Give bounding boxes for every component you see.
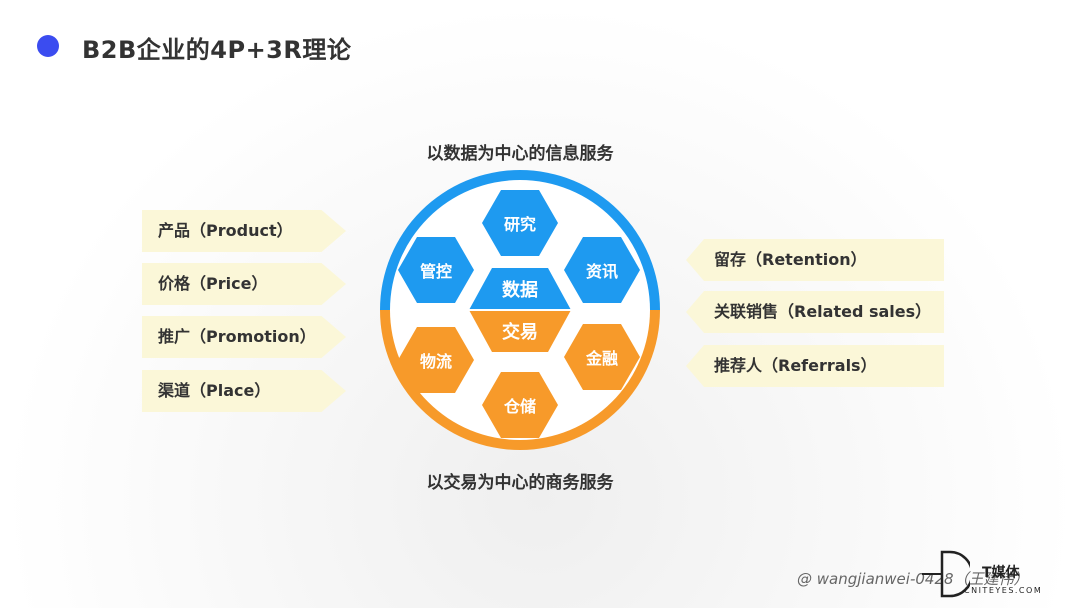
hex-news: 资讯 <box>564 237 640 303</box>
center-top-label: 数据 <box>502 279 538 301</box>
top-caption: 以数据为中心的信息服务 <box>426 144 614 164</box>
hex-circle-diagram: 数据 交易 研究 管控 资讯 物流 金融 仓储 <box>380 170 660 450</box>
title-bullet-icon <box>37 35 59 57</box>
tag-product: 产品（Product） <box>142 210 346 252</box>
hex-warehouse-label: 仓储 <box>503 397 536 416</box>
hex-logistics-label: 物流 <box>420 352 452 371</box>
hex-logistics: 物流 <box>398 327 474 393</box>
hex-warehouse: 仓储 <box>482 372 558 438</box>
logo-text: T媒体 <box>982 565 1020 581</box>
hex-control-label: 管控 <box>420 262 452 281</box>
tag-price: 价格（Price） <box>142 263 346 305</box>
logo-d-icon <box>922 550 970 598</box>
tag-referrals: 推荐人（Referrals） <box>686 345 944 387</box>
center-hex-top <box>469 268 571 310</box>
tag-place: 渠道（Place） <box>142 370 346 412</box>
watermark-handle: @ wangjianwei-0428（王建伟） <box>797 570 1029 588</box>
tag-promotion: 推广（Promotion） <box>142 316 346 358</box>
hex-research: 研究 <box>482 190 558 256</box>
logo-subtext: CNITEYES.COM <box>964 586 1043 595</box>
hex-research-label: 研究 <box>504 215 536 234</box>
tag-related-sales: 关联销售（Related sales） <box>686 291 944 333</box>
tag-retention: 留存（Retention） <box>686 239 944 281</box>
center-hex-bottom <box>469 310 571 352</box>
slide-title: B2B企业的4P+3R理论 <box>82 36 352 64</box>
hex-finance: 金融 <box>564 324 640 390</box>
bottom-caption: 以交易为中心的商务服务 <box>426 473 614 493</box>
hex-finance-label: 金融 <box>585 349 618 368</box>
hex-news-label: 资讯 <box>586 262 618 281</box>
hex-control: 管控 <box>398 237 474 303</box>
center-bottom-label: 交易 <box>502 321 538 343</box>
